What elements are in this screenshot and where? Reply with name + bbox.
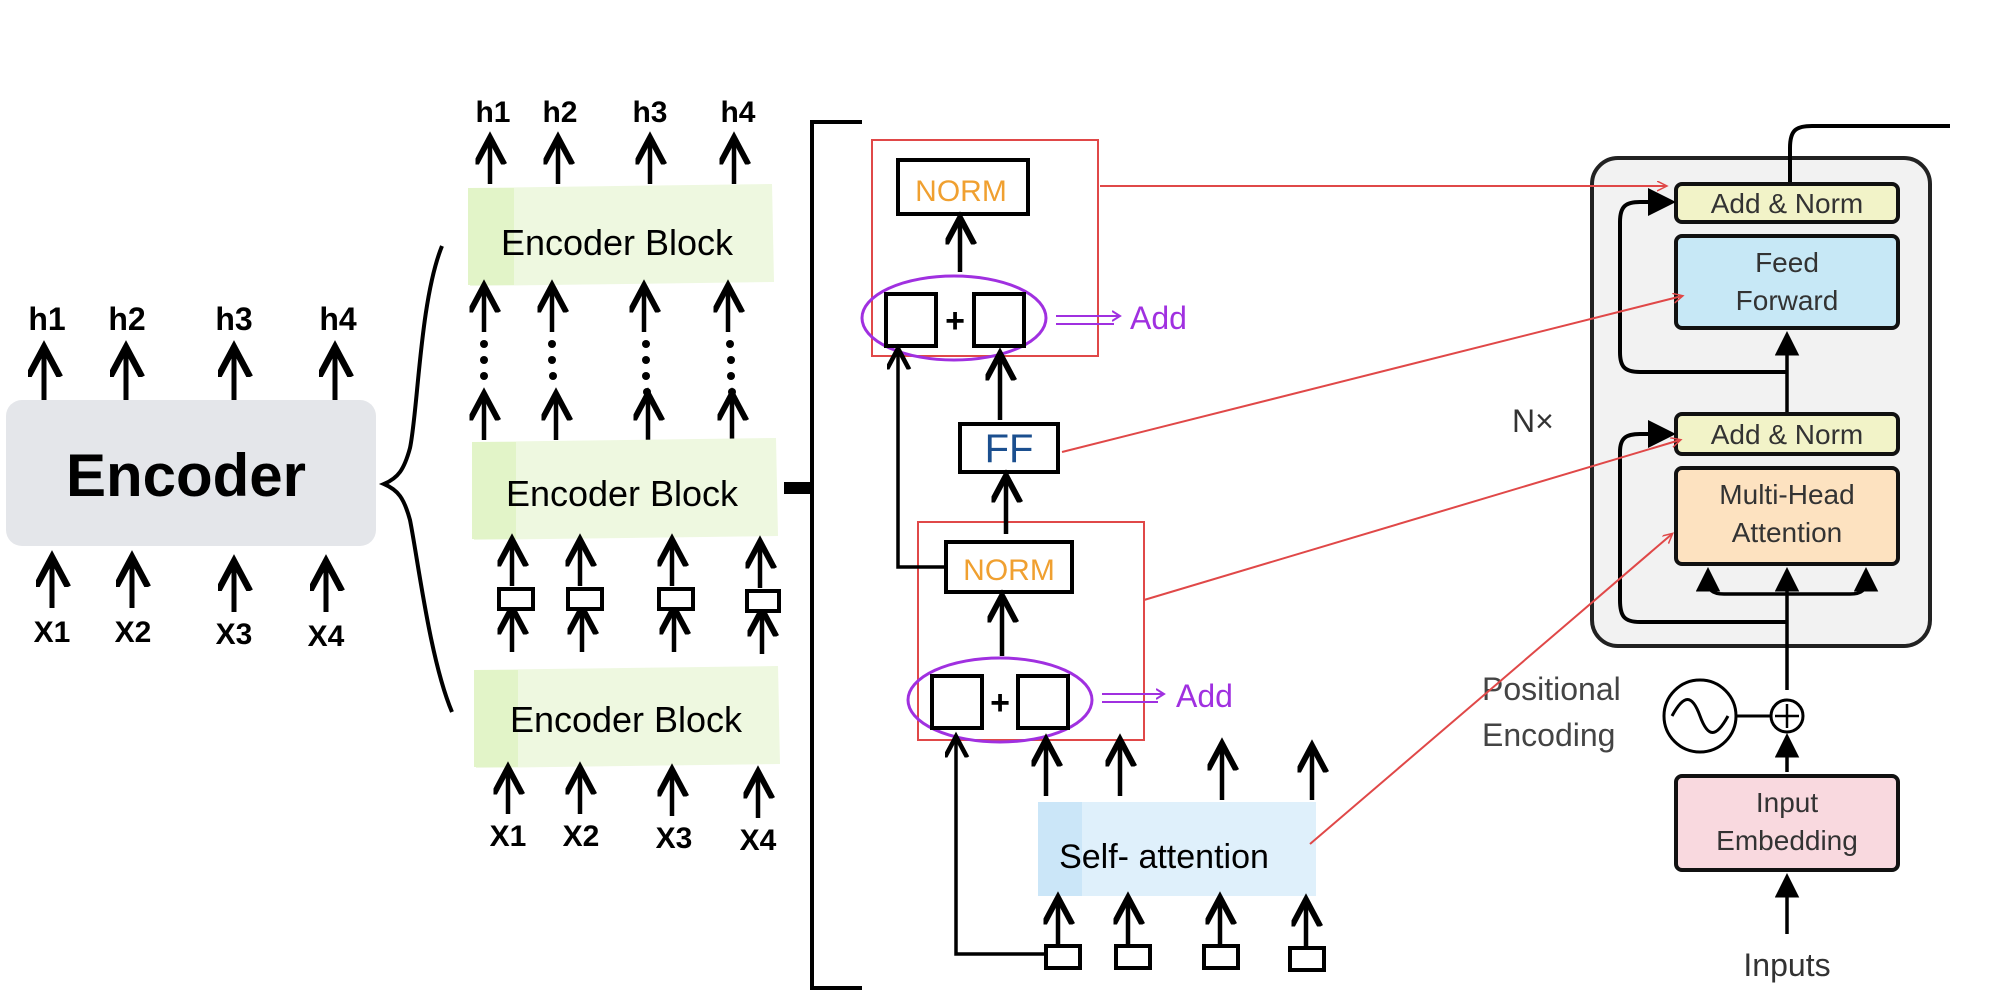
mapping-lines bbox=[1061, 186, 1682, 845]
encoder-block-shade bbox=[468, 188, 514, 285]
overview-output-label: h2 bbox=[108, 301, 145, 337]
add-label-bottom: Add bbox=[1176, 678, 1233, 714]
add-norm-label-bottom: Add & Norm bbox=[1711, 419, 1864, 450]
plus-sign-top: + bbox=[945, 302, 965, 340]
overview-output-arrows bbox=[44, 352, 335, 400]
add-ellipse-bottom bbox=[906, 656, 1094, 744]
overview-output-label: h1 bbox=[28, 301, 65, 337]
encoder-block-label: Encoder Block bbox=[501, 222, 734, 263]
mha-fan-left bbox=[1695, 567, 1787, 596]
expand-bracket bbox=[810, 120, 862, 990]
stack-input-label: X4 bbox=[740, 824, 777, 857]
attention-token-box bbox=[1044, 944, 1326, 972]
attention-output-arrows bbox=[1046, 744, 1312, 800]
expand-connector bbox=[784, 482, 810, 494]
residual-path-lower bbox=[956, 740, 1044, 956]
residual-box bbox=[930, 674, 984, 730]
stack-output-arrows bbox=[490, 142, 734, 184]
norm-box-top bbox=[896, 158, 1030, 216]
feed-forward-label: Feed bbox=[1755, 247, 1819, 278]
add-norm-box-top bbox=[1674, 182, 1900, 224]
stack-input-label: X3 bbox=[656, 822, 693, 855]
attention-input-arrows bbox=[1058, 902, 1306, 946]
mha-residual bbox=[1618, 420, 1787, 624]
encoder-block-shade bbox=[472, 442, 516, 539]
overview-input-arrows bbox=[52, 562, 326, 612]
repeat-label: N× bbox=[1512, 403, 1554, 439]
overview-output-label: h4 bbox=[319, 301, 357, 337]
ff-residual bbox=[1618, 188, 1787, 374]
encoder-block bbox=[474, 666, 780, 768]
feed-forward-label: Forward bbox=[1736, 285, 1839, 316]
map-norm-to-addnorm-lower bbox=[1143, 440, 1680, 601]
sublayer-box bbox=[1016, 674, 1070, 730]
stack-repeat-arrows bbox=[484, 290, 732, 440]
encoder-block bbox=[468, 184, 774, 286]
norm-label-top: NORM bbox=[915, 175, 1007, 208]
overview-output-label: h3 bbox=[215, 301, 252, 337]
stack-input-label: X1 bbox=[490, 820, 527, 853]
stack-output-label: h4 bbox=[720, 96, 755, 129]
residual-path-upper bbox=[898, 352, 946, 569]
encoder-block-detail: NORM + Add FF NORM + Add bbox=[860, 139, 1326, 972]
plus-sign-bottom: + bbox=[990, 684, 1010, 722]
encoder-stack: h1 h2 h3 h4 Encoder Block bbox=[468, 96, 781, 857]
overview-input-label: X2 bbox=[115, 616, 152, 649]
map-attention-to-mha bbox=[1309, 534, 1672, 845]
ff-label: FF bbox=[985, 427, 1034, 471]
stack-input-label: X2 bbox=[563, 820, 600, 853]
positional-encoding-label: Positional bbox=[1482, 671, 1621, 707]
encoder-block-label: Encoder Block bbox=[506, 473, 739, 514]
multi-head-attention-label: Attention bbox=[1732, 517, 1843, 548]
add-label-top: Add bbox=[1130, 300, 1187, 336]
feed-forward-box bbox=[1674, 234, 1900, 330]
map-ff-to-feedforward bbox=[1061, 296, 1682, 453]
encoder-box bbox=[6, 400, 376, 546]
expand-brace bbox=[378, 245, 454, 713]
overview-input-label: X4 bbox=[308, 620, 345, 653]
self-attention-label: Self- attention bbox=[1059, 838, 1269, 876]
stack-input-arrows bbox=[508, 772, 758, 818]
sublayer-box bbox=[972, 292, 1026, 348]
multi-head-attention-label: Multi-Head bbox=[1719, 479, 1854, 510]
stack-output-label: h1 bbox=[475, 96, 510, 129]
encoder-block-label: Encoder Block bbox=[510, 699, 743, 740]
positional-encoding-label: Encoding bbox=[1482, 717, 1615, 753]
transformer-reference: Add & Norm Feed Forward N× Add & Norm Mu… bbox=[1482, 124, 1950, 983]
mha-fan-right bbox=[1787, 567, 1879, 596]
overview-input-label: X1 bbox=[34, 616, 71, 649]
input-embedding-box bbox=[1674, 774, 1900, 872]
multi-head-attention-box bbox=[1674, 466, 1900, 566]
inputs-label: Inputs bbox=[1743, 947, 1830, 983]
continuation-dots bbox=[480, 340, 736, 396]
nx-container bbox=[1590, 156, 1932, 648]
norm-label-bottom: NORM bbox=[963, 554, 1055, 587]
token-box bbox=[497, 587, 781, 613]
encoder-block-shade bbox=[474, 670, 518, 767]
stack-output-label: h2 bbox=[542, 96, 577, 129]
encoder-block bbox=[472, 438, 778, 540]
input-embedding-label: Embedding bbox=[1716, 825, 1858, 856]
self-attention-box bbox=[1038, 802, 1316, 896]
output-line bbox=[1788, 124, 1950, 186]
upper-sublayer-frame bbox=[871, 139, 1099, 357]
residual-box bbox=[884, 292, 938, 348]
encoder-title: Encoder bbox=[66, 442, 306, 509]
add-norm-box-bottom bbox=[1674, 412, 1900, 456]
overview-input-label: X3 bbox=[216, 618, 253, 651]
self-attention-shade bbox=[1038, 802, 1082, 896]
encoder-overview: Encoder h1 h2 h3 h4 X1 X2 X3 X4 bbox=[6, 301, 376, 653]
input-embedding-label: Input bbox=[1756, 787, 1818, 818]
norm-box-bottom bbox=[944, 540, 1074, 594]
stack-output-label: h3 bbox=[632, 96, 667, 129]
add-ellipse-top bbox=[860, 274, 1048, 362]
add-norm-label-top: Add & Norm bbox=[1711, 188, 1864, 219]
stack-token-arrows bbox=[512, 544, 762, 654]
